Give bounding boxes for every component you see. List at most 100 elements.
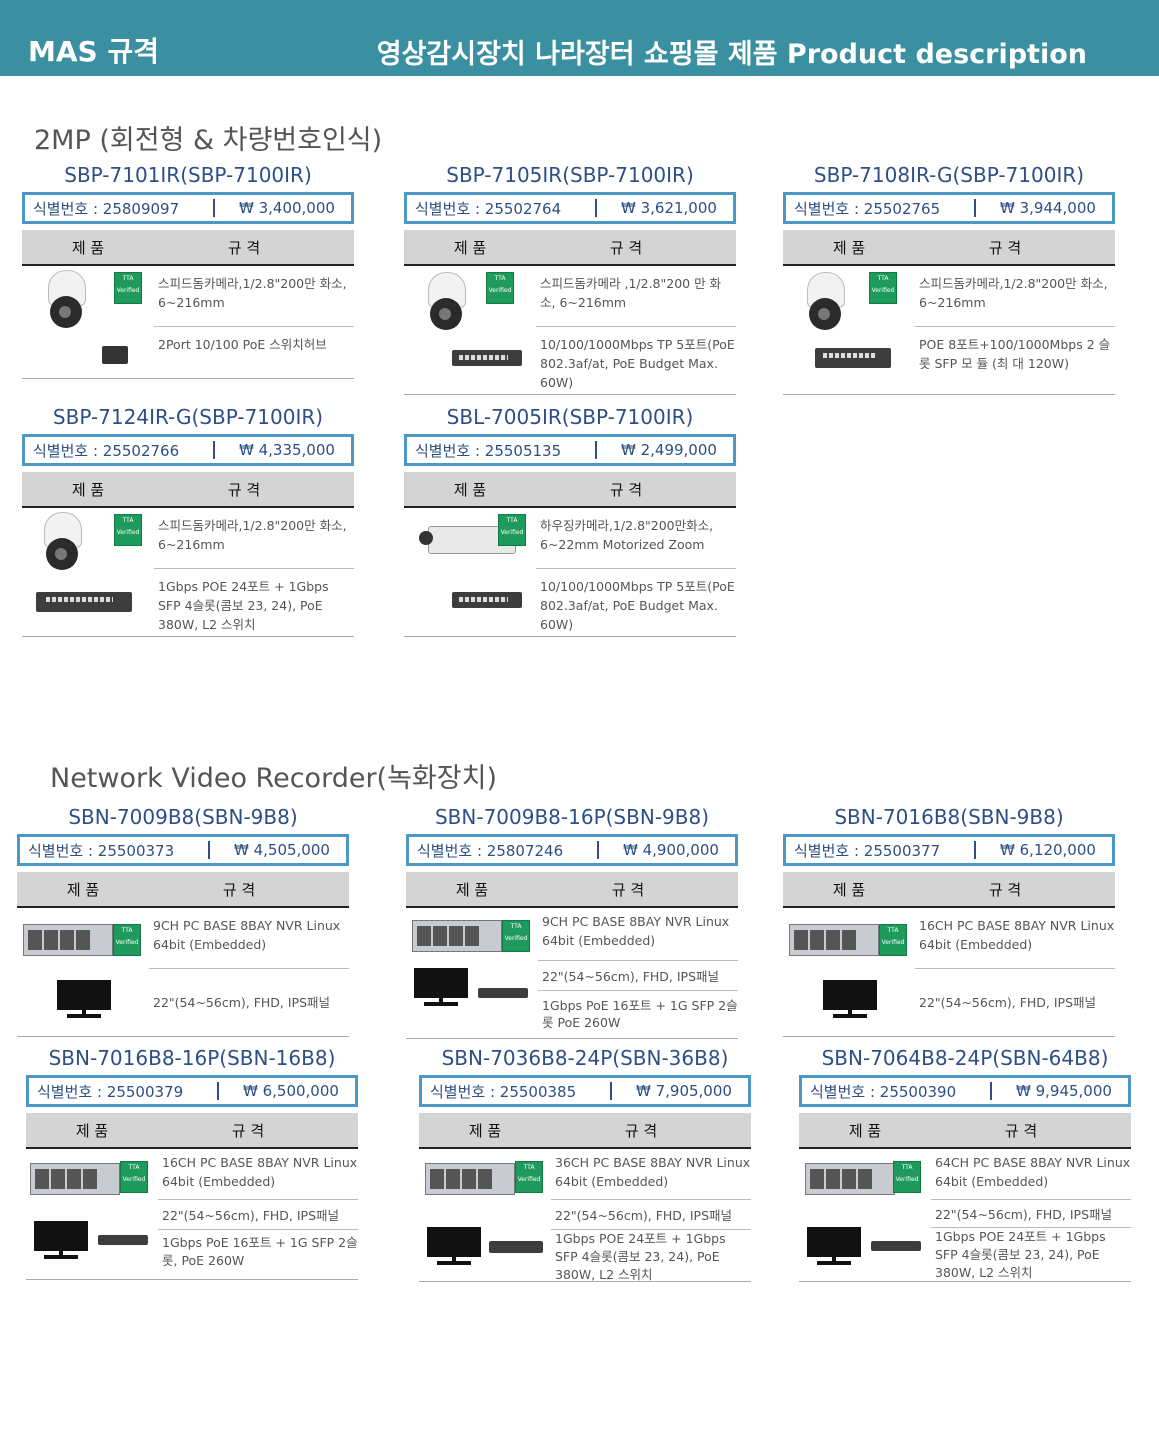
- spec-text: 10/100/1000Mbps TP 5포트(PoE 802.3af/at, P…: [536, 326, 736, 394]
- spec-text: 16CH PC BASE 8BAY NVR Linux 64bit (Embed…: [919, 918, 1115, 952]
- id-price-box: 식별번호 : 25505135 ₩ 2,499,000: [404, 434, 736, 466]
- price: ₩ 9,945,000: [1016, 1082, 1112, 1100]
- product-card: SBP-7101IR(SBP-7100IR) 식별번호 : 25809097 ₩…: [22, 160, 354, 379]
- product-image-cell: [404, 326, 536, 394]
- id-price-box: 식별번호 : 25500385 ₩ 7,905,000: [419, 1075, 751, 1107]
- model-name: SBP-7124IR-G(SBP-7100IR): [52, 405, 324, 429]
- separator: [990, 1082, 992, 1100]
- product-card: SBN-7016B8-16P(SBN-16B8) 식별번호 : 25500379…: [26, 1043, 358, 1280]
- spec-text: POE 8포트+100/1000Mbps 2 슬롯 SFP 모 듈 (최 대 1…: [915, 326, 1115, 394]
- table-row: POE 8포트+100/1000Mbps 2 슬롯 SFP 모 듈 (최 대 1…: [783, 326, 1115, 394]
- model-name: SBN-7016B8-16P(SBN-16B8): [48, 1046, 336, 1070]
- separator: [595, 199, 597, 217]
- spec-text: 1Gbps PoE 16포트 + 1G SFP 2슬롯 PoE 260W: [538, 990, 738, 1038]
- product-header: 제 품: [455, 880, 489, 899]
- monitor-icon: [414, 968, 468, 1006]
- separator: [213, 199, 215, 217]
- product-header: 제 품: [453, 480, 487, 499]
- poe-switch-icon: [815, 348, 891, 368]
- product-card: SBP-7124IR-G(SBP-7100IR) 식별번호 : 25502766…: [22, 402, 354, 637]
- id-number: 식별번호 : 25807246: [417, 841, 564, 860]
- product-card: SBN-7009B8(SBN-9B8) 식별번호 : 25500373 ₩ 4,…: [17, 802, 349, 1037]
- speed-dome-camera-icon: [44, 270, 86, 328]
- table-header: 제 품 규 격: [419, 1113, 751, 1149]
- table-header: 제 품 규 격: [404, 472, 736, 508]
- id-price-box: 식별번호 : 25500379 ₩ 6,500,000: [26, 1075, 358, 1107]
- id-number: 식별번호 : 25809097: [33, 199, 180, 218]
- table-row: 1Gbps PoE 16포트 + 1G SFP 2슬롯 PoE 260W: [406, 968, 738, 1038]
- spec-text: 22"(54~56cm), FHD, IPS패널: [158, 1199, 358, 1229]
- separator: [974, 199, 976, 217]
- poe-switch-icon: [98, 1235, 148, 1245]
- product-header: 제 품: [453, 238, 487, 257]
- spec-text: 22"(54~56cm), FHD, IPS패널: [915, 968, 1115, 1036]
- poe-switch-icon: [452, 350, 522, 366]
- product-header: 제 품: [71, 238, 105, 257]
- spec-header: 규 격: [988, 880, 1022, 899]
- model-name: SBP-7108IR-G(SBP-7100IR): [813, 163, 1085, 187]
- table-row: 22"(54~56cm), FHD, IPS패널: [26, 1199, 358, 1229]
- spec-header: 규 격: [988, 238, 1022, 257]
- separator: [610, 1082, 612, 1100]
- table-header: 제 품 규 격: [22, 230, 354, 266]
- spec-header: 규 격: [624, 1121, 658, 1140]
- spec-header: 규 격: [609, 238, 643, 257]
- header-right-title: 영상감시장치 나라장터 쇼핑몰 제품 Product description: [376, 39, 1087, 70]
- price: ₩ 7,905,000: [636, 1082, 732, 1100]
- id-price-box: 식별번호 : 25502766 ₩ 4,335,000: [22, 434, 354, 466]
- model-name: SBP-7105IR(SBP-7100IR): [446, 163, 694, 187]
- spec-text: 9CH PC BASE 8BAY NVR Linux 64bit (Embedd…: [153, 918, 341, 952]
- id-price-box: 식별번호 : 25500377 ₩ 6,120,000: [783, 834, 1115, 866]
- poe-switch-24-icon: [36, 592, 132, 612]
- product-header: 제 품: [75, 1121, 109, 1140]
- spec-header: 규 격: [611, 880, 645, 899]
- id-price-box: 식별번호 : 25807246 ₩ 4,900,000: [406, 834, 738, 866]
- table-row: 10/100/1000Mbps TP 5포트(PoE 802.3af/at, P…: [404, 568, 736, 636]
- product-image-cell: [799, 1227, 931, 1281]
- product-image-cell: [404, 568, 536, 636]
- id-price-box: 식별번호 : 25500390 ₩ 9,945,000: [799, 1075, 1131, 1107]
- separator: [974, 841, 976, 859]
- product-image-cell: [783, 326, 915, 394]
- spec-text: 1Gbps POE 24포트 + 1Gbps SFP 4슬롯(콤보 23, 24…: [551, 1229, 751, 1282]
- table-header: 제 품 규 격: [17, 872, 349, 908]
- product-header: 제 품: [71, 480, 105, 499]
- spec-text: 22"(54~56cm), FHD, IPS패널: [149, 968, 349, 1036]
- spec-text: 9CH PC BASE 8BAY NVR Linux 64bit (Embedd…: [542, 914, 730, 948]
- spec-header: 규 격: [227, 480, 261, 499]
- spec-text: 10/100/1000Mbps TP 5포트(PoE 802.3af/at, P…: [536, 568, 736, 636]
- nvr-icon: [425, 1163, 515, 1195]
- model-name: SBN-7064B8-24P(SBN-64B8): [821, 1046, 1109, 1070]
- model-name: SBN-7009B8-16P(SBN-9B8): [434, 805, 710, 829]
- spec-header: 규 격: [222, 880, 256, 899]
- section-title-2mp: 2MP (회전형 & 차량번호인식): [34, 125, 383, 156]
- product-card: SBN-7036B8-24P(SBN-36B8) 식별번호 : 25500385…: [419, 1043, 751, 1282]
- product-card: SBP-7108IR-G(SBP-7100IR) 식별번호 : 25502765…: [783, 160, 1115, 395]
- price: ₩ 4,335,000: [239, 441, 335, 459]
- id-number: 식별번호 : 25502765: [794, 199, 941, 218]
- spec-text: 22"(54~56cm), FHD, IPS패널: [551, 1199, 751, 1229]
- product-image-cell: [22, 568, 154, 636]
